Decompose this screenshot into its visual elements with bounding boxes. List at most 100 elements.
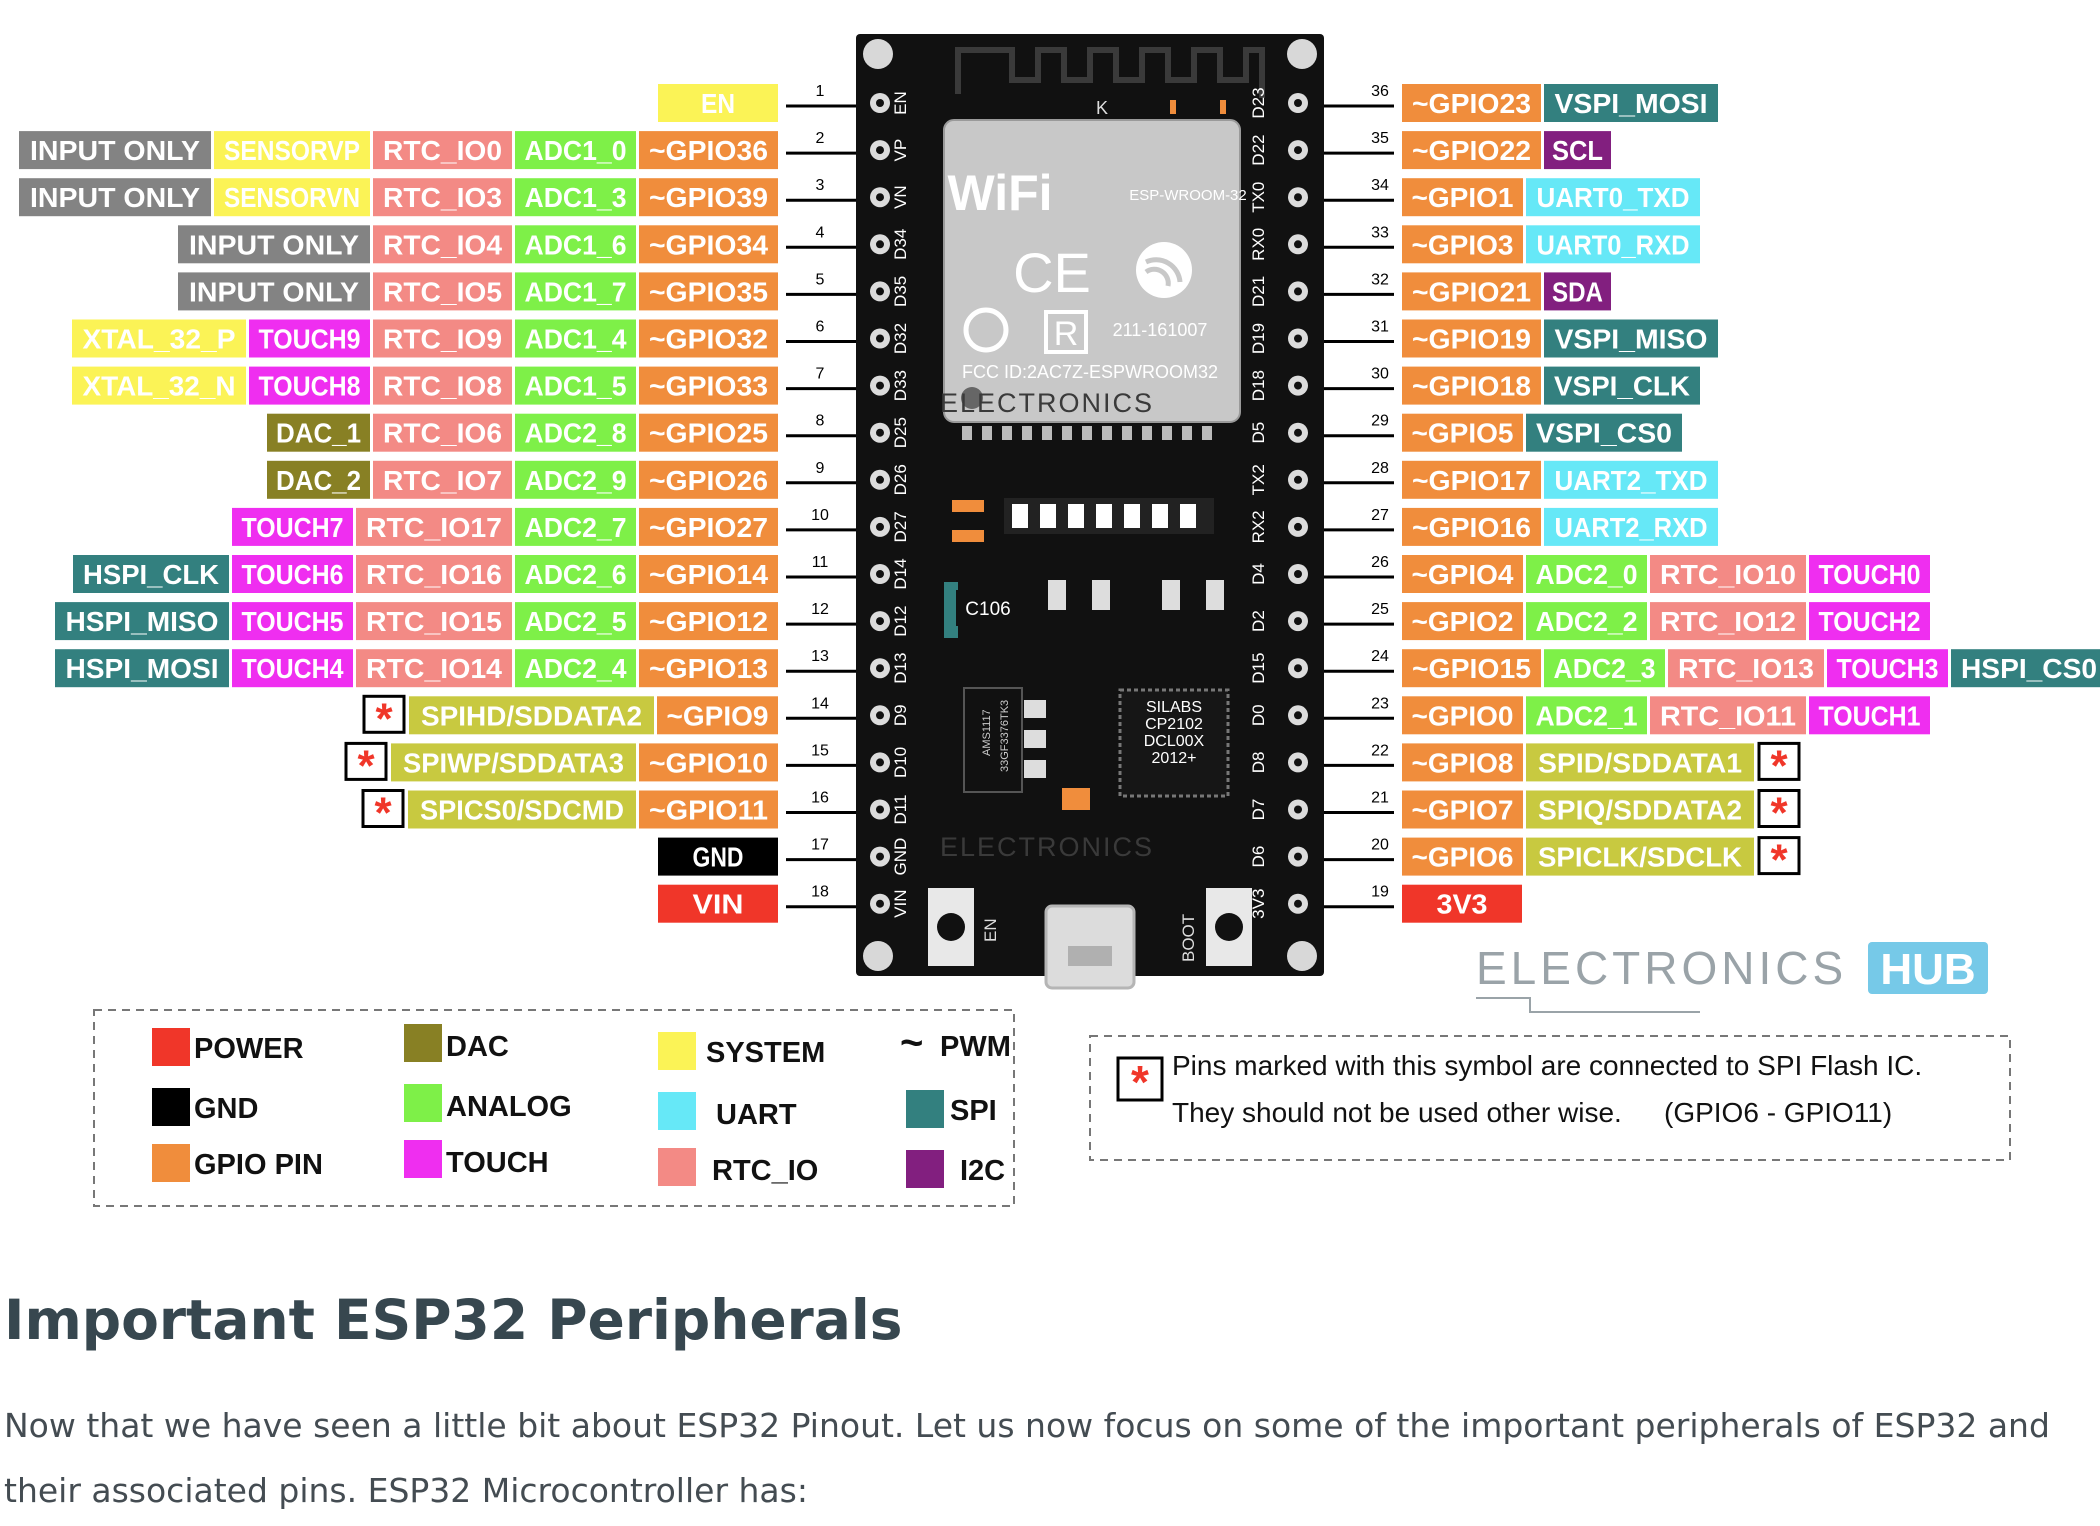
pin-number: 18 (811, 884, 829, 901)
header-pin-hole (876, 570, 884, 578)
silkscreen-label: TX0 (1249, 182, 1268, 213)
pin-label-text: ~GPIO13 (649, 653, 768, 684)
legend-swatch (404, 1084, 442, 1122)
legend-label: UART (716, 1099, 797, 1131)
board-watermark: ELECTRONICS (940, 832, 1154, 862)
led (1180, 504, 1196, 528)
pin-label-text: RTC_IO0 (383, 135, 502, 166)
silkscreen-label: D19 (1249, 323, 1268, 354)
header-pin-hole (876, 805, 884, 814)
pin-number: 1 (816, 83, 825, 100)
pin-label-text: TOUCH3 (1837, 653, 1939, 684)
silkscreen-label: RX2 (1249, 510, 1268, 543)
silkscreen-label: TX2 (1249, 464, 1268, 495)
pin-label-gpio (1402, 837, 1523, 876)
header-pin-hole (876, 758, 884, 767)
capacitor-marker (944, 582, 958, 638)
pin-label-rtc (373, 366, 512, 405)
note-range: (GPIO6 - GPIO11) (1664, 1097, 1892, 1128)
pin-label-rtc (356, 507, 512, 546)
pin-label-gpio (1402, 178, 1523, 217)
pin-label-dac (267, 460, 370, 499)
regulator-pin (1024, 760, 1046, 778)
pin-label-text: ADC2_2 (1536, 606, 1638, 637)
pin-number: 21 (1371, 790, 1389, 807)
pin-label-text: ~GPIO9 (667, 700, 769, 731)
silkscreen-label: D21 (1249, 276, 1268, 307)
led (1152, 504, 1168, 528)
legend-label: GND (194, 1093, 258, 1125)
pin-label-text: VSPI_MOSI (1555, 88, 1708, 119)
pin-number: 10 (811, 507, 829, 524)
pin-label-gpio (1402, 319, 1541, 358)
pin-label-text: SPIQ/SDDATA2 (1538, 795, 1742, 826)
silkscreen-label: D0 (1249, 704, 1268, 726)
pin-label-flash (1526, 743, 1754, 782)
pin-label-text: RTC_IO13 (1678, 653, 1814, 684)
pin-number: 7 (816, 366, 825, 383)
pin-label-text: RTC_IO10 (1660, 559, 1796, 590)
pin-label-text: RTC_IO4 (383, 229, 502, 260)
header-pin-hole (1294, 711, 1302, 720)
pin-label-text: ADC2_3 (1554, 653, 1656, 684)
pin-label-system (72, 366, 246, 405)
pin-label-spi (55, 602, 229, 641)
legend-item-spi: SPI (906, 1090, 997, 1128)
pin-label-analog (515, 413, 636, 452)
pin-label-text: ~GPIO14 (649, 559, 768, 590)
pin-label-text: ~GPIO3 (1412, 229, 1514, 260)
pin-number: 32 (1371, 271, 1389, 288)
silkscreen-label: D13 (891, 653, 910, 684)
legend-item-uart: UART (658, 1092, 797, 1131)
pin-label-text: RTC_IO5 (383, 276, 502, 307)
header-pin-hole (1294, 570, 1302, 578)
pin-label-text: ~GPIO7 (1412, 795, 1514, 826)
silkscreen-label: D11 (891, 795, 910, 825)
article-heading: Important ESP32 Peripherals (4, 1288, 903, 1352)
pin-label-rtc (1668, 649, 1824, 688)
pin-label-text: ADC1_5 (525, 371, 627, 402)
pin-label-system (214, 178, 370, 217)
transistor (1162, 580, 1180, 610)
header-pin-hole (1294, 334, 1302, 343)
pin-label-text: ~GPIO8 (1412, 747, 1514, 778)
mounting-hole (1287, 39, 1317, 69)
pin-label-text: ~GPIO12 (649, 606, 768, 637)
silkscreen-label: D15 (1249, 653, 1268, 684)
fcc-id: FCC ID:2AC7Z-ESPWROOM32 (962, 362, 1218, 382)
pin-number: 19 (1371, 884, 1389, 901)
pin-label-gpio (1402, 696, 1523, 735)
pin-label-uart (1544, 507, 1718, 546)
legend-label: TOUCH (446, 1147, 549, 1179)
silkscreen-label: VIN (891, 890, 910, 918)
silkscreen-label: D22 (1249, 135, 1268, 166)
pin-label-flash (1526, 837, 1754, 876)
flash-warning-star: * (1770, 789, 1788, 838)
pin-label-spi (1951, 649, 2100, 688)
legend-label: RTC_IO (712, 1155, 818, 1187)
pin-label-analog (515, 460, 636, 499)
pin-label-spi (1544, 366, 1700, 405)
pin-label-touch (1809, 602, 1930, 641)
pwm-symbol: ~ (900, 1021, 923, 1065)
legend-item-dac: DAC (404, 1024, 509, 1063)
led (1040, 504, 1056, 528)
pin-label-analog (515, 319, 636, 358)
logo-wordmark: ELECTRONICS (1476, 942, 1847, 994)
pin-label-power (658, 884, 778, 923)
silkscreen-label: D8 (1249, 752, 1268, 774)
pin-label-text: HSPI_CS0 (1961, 653, 2097, 684)
pin-label-dac (267, 413, 370, 452)
silkscreen-label: D6 (1249, 846, 1268, 868)
pin-label-rtc (373, 319, 512, 358)
header-pin-hole (876, 428, 884, 437)
legend-swatch (658, 1148, 696, 1186)
pin-label-text: ~GPIO23 (1412, 88, 1531, 119)
pin-label-spi (73, 555, 229, 593)
pin-label-text: ~GPIO10 (649, 747, 768, 778)
pin-label-gpio (639, 790, 778, 829)
wifi-logo: WiFi (947, 165, 1052, 221)
